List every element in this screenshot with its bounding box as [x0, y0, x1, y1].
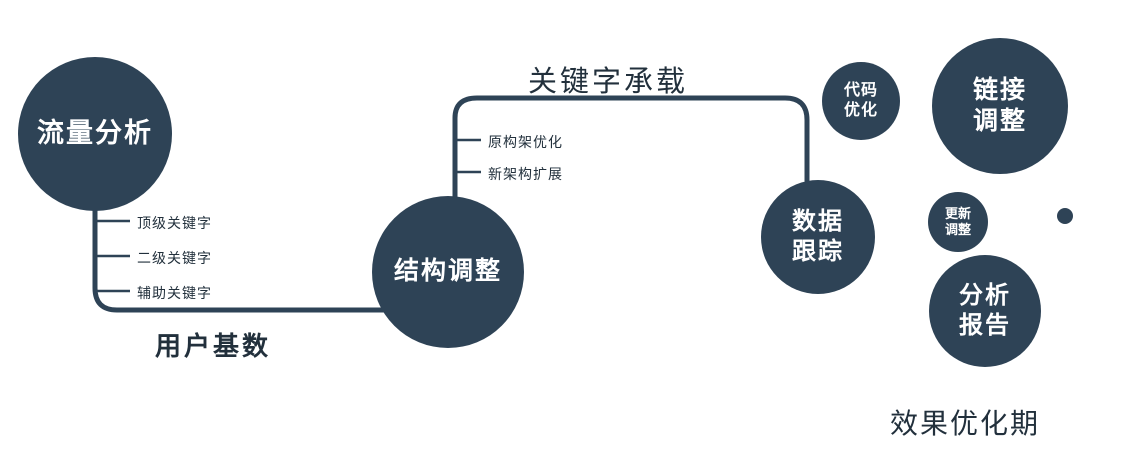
branch-new-architecture: 新架构扩展: [488, 166, 563, 182]
node-link-adjustment-line2: 调整: [972, 107, 1027, 135]
node-data-tracking-line2: 跟踪: [792, 238, 844, 265]
node-link-adjustment: 链接 调整: [932, 38, 1068, 174]
node-traffic-analysis: 流量分析: [18, 57, 172, 211]
node-code-optimization-line1: 代码: [843, 82, 878, 99]
label-keyword-carry: 关键字承载: [528, 66, 689, 98]
node-analysis-report: 分析 报告: [929, 255, 1041, 367]
label-effect-period: 效果优化期: [890, 408, 1041, 439]
edge-user-base-path: [92, 192, 388, 313]
node-data-tracking: 数据 跟踪: [761, 180, 875, 294]
node-analysis-report-line1: 分析: [959, 282, 1011, 309]
branch-orig-architecture: 原构架优化: [488, 134, 563, 150]
branch-top-keywords: 顶级关键字: [137, 215, 212, 231]
node-code-optimization-line2: 优化: [843, 102, 878, 119]
node-link-adjustment-line1: 链接: [972, 75, 1027, 104]
node-data-tracking-line1: 数据: [792, 208, 844, 235]
node-code-optimization: 代码 优化: [822, 62, 900, 140]
dot-marker: [1057, 208, 1073, 224]
label-user-base: 用户基数: [155, 331, 272, 361]
node-structure-adjust-label: 结构调整: [393, 257, 502, 286]
branch-second-keywords: 二级关键字: [137, 250, 212, 266]
node-update-adjustment-line2: 调整: [944, 222, 971, 237]
node-traffic-analysis-label: 流量分析: [37, 118, 153, 149]
node-update-adjustment-line1: 更新: [944, 205, 971, 221]
branch-aux-keywords: 辅助关键字: [137, 285, 212, 301]
edge-keyword-carry-path: [452, 95, 810, 200]
node-update-adjustment: 更新 调整: [928, 192, 988, 252]
node-structure-adjust: 结构调整: [372, 196, 524, 348]
node-analysis-report-line2: 报告: [959, 312, 1011, 339]
